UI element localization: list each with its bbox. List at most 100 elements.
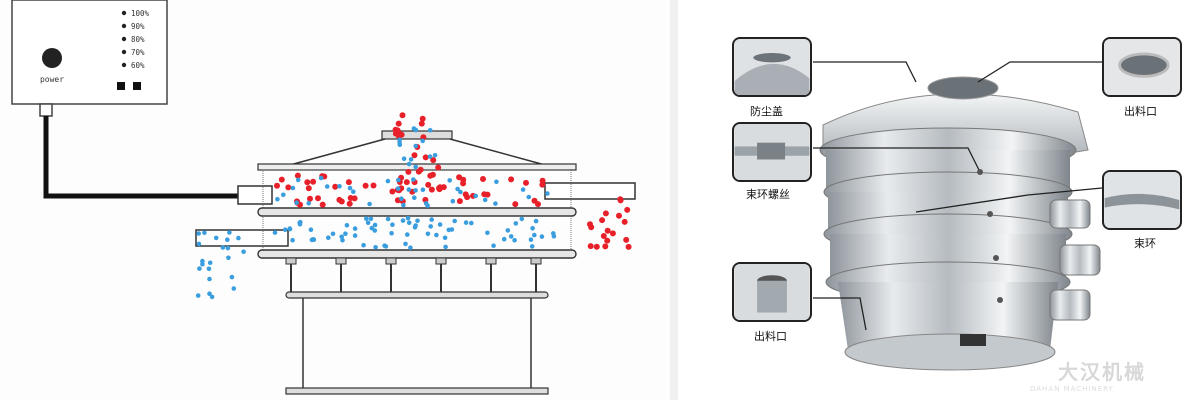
power-knob-icon[interactable] bbox=[42, 48, 62, 68]
fine-particle bbox=[310, 237, 316, 242]
fine-particle bbox=[326, 235, 331, 240]
fine-particle bbox=[406, 161, 412, 167]
dial-dot-icon bbox=[121, 36, 127, 42]
fine-particle bbox=[408, 245, 413, 250]
side-outlet bbox=[1049, 289, 1091, 321]
vibrating-sieve-illustration bbox=[813, 61, 1103, 371]
dial-indicator-list: 100%90%80%70%60% bbox=[121, 9, 150, 70]
fine-particle bbox=[545, 191, 550, 196]
spring-leg bbox=[435, 257, 447, 292]
fine-particle bbox=[324, 184, 330, 189]
fine-particle bbox=[420, 138, 426, 144]
coarse-particle bbox=[602, 243, 609, 250]
coarse-particle bbox=[411, 152, 418, 159]
fine-particle bbox=[428, 224, 434, 229]
coarse-outlet bbox=[544, 182, 636, 200]
panel-divider bbox=[670, 0, 678, 400]
fine-particle bbox=[427, 128, 433, 133]
fine-particle bbox=[227, 230, 232, 235]
fine-particle bbox=[519, 216, 525, 222]
callout-outlet-side-label: 出料口 bbox=[754, 330, 787, 343]
coarse-particle bbox=[621, 218, 628, 225]
stand-base bbox=[285, 387, 549, 395]
coarse-particle bbox=[587, 243, 594, 250]
callout-leaders bbox=[813, 61, 1103, 331]
coarse-particle bbox=[307, 195, 313, 202]
fine-particle bbox=[452, 218, 458, 224]
brand-watermark: 大汉机械 bbox=[1058, 360, 1146, 384]
control-box: power 100%90%80%70%60% bbox=[11, 0, 168, 117]
coarse-particle bbox=[415, 168, 422, 175]
coarse-particle bbox=[624, 206, 631, 213]
fine-particle bbox=[361, 242, 366, 248]
power-label: power bbox=[40, 75, 64, 84]
coarse-particle bbox=[274, 182, 280, 189]
dial-label: 90% bbox=[131, 22, 145, 31]
coarse-particle bbox=[397, 131, 404, 138]
fine-particle bbox=[287, 226, 293, 231]
fine-particle bbox=[298, 219, 303, 225]
switch-square-icon[interactable] bbox=[133, 82, 141, 90]
dial-dot-icon bbox=[121, 10, 127, 16]
fine-particle bbox=[364, 216, 369, 221]
coarse-particle bbox=[481, 191, 488, 198]
coarse-particle bbox=[600, 233, 607, 239]
coarse-particle bbox=[319, 201, 326, 208]
fine-particle bbox=[501, 236, 507, 242]
fine-particle bbox=[412, 225, 418, 230]
fine-particle bbox=[195, 293, 201, 298]
fine-particle bbox=[202, 230, 207, 236]
fine-particle bbox=[275, 196, 280, 202]
fine-particle bbox=[347, 185, 353, 191]
fine-particle bbox=[449, 227, 455, 232]
fine-particle bbox=[229, 274, 235, 280]
fine-particle bbox=[513, 221, 519, 226]
callout-dust-cover-thumb bbox=[732, 37, 812, 97]
spring-supports bbox=[285, 257, 542, 292]
coarse-particle bbox=[418, 120, 425, 127]
coarse-particle bbox=[430, 157, 437, 164]
fine-particle bbox=[395, 186, 401, 191]
coarse-particle bbox=[389, 188, 396, 195]
fine-particle bbox=[520, 187, 526, 192]
coarse-particle bbox=[346, 200, 353, 207]
fine-particle bbox=[473, 193, 479, 199]
callout-outlet-top-thumb bbox=[1102, 37, 1182, 97]
coarse-particle bbox=[617, 197, 624, 204]
fine-particle bbox=[400, 218, 406, 223]
coarse-particle bbox=[456, 198, 463, 205]
fine-particle bbox=[295, 177, 301, 183]
callout-clamp-screw-thumb bbox=[732, 122, 812, 182]
coarse-particle bbox=[347, 195, 354, 201]
machine-photo-panel: 防尘盖 出料口 束环螺丝 束环 出料口 bbox=[678, 0, 1200, 400]
fine-particle bbox=[408, 157, 414, 162]
fine-particle bbox=[403, 241, 408, 247]
coarse-particle bbox=[403, 179, 410, 186]
fine-particle bbox=[532, 232, 537, 238]
fine-particle bbox=[373, 245, 378, 250]
sieve-schematic: power 100%90%80%70%60% bbox=[11, 0, 636, 395]
fine-particle bbox=[241, 249, 246, 254]
fine-particle bbox=[369, 225, 375, 231]
fine-particle bbox=[209, 294, 215, 300]
motor-unit bbox=[237, 185, 273, 205]
fine-particle bbox=[213, 235, 219, 241]
fine-particle bbox=[412, 195, 417, 200]
fine-particle bbox=[200, 261, 205, 267]
switch-square-icon[interactable] bbox=[117, 82, 125, 90]
coarse-particle bbox=[523, 179, 529, 186]
fine-particle bbox=[411, 177, 416, 182]
fine-particle bbox=[401, 202, 406, 208]
fine-particle bbox=[382, 243, 387, 248]
coarse-particle bbox=[604, 237, 611, 244]
fine-particle bbox=[437, 222, 443, 227]
fine-particle bbox=[425, 231, 431, 237]
fine-particle bbox=[420, 187, 426, 193]
coarse-particle bbox=[593, 243, 600, 250]
dial-label: 60% bbox=[131, 61, 145, 70]
coarse-particle bbox=[294, 172, 301, 179]
fine-particle bbox=[429, 217, 435, 222]
fine-particle bbox=[368, 216, 374, 222]
fine-particle bbox=[491, 243, 496, 248]
fine-particle bbox=[385, 178, 391, 184]
